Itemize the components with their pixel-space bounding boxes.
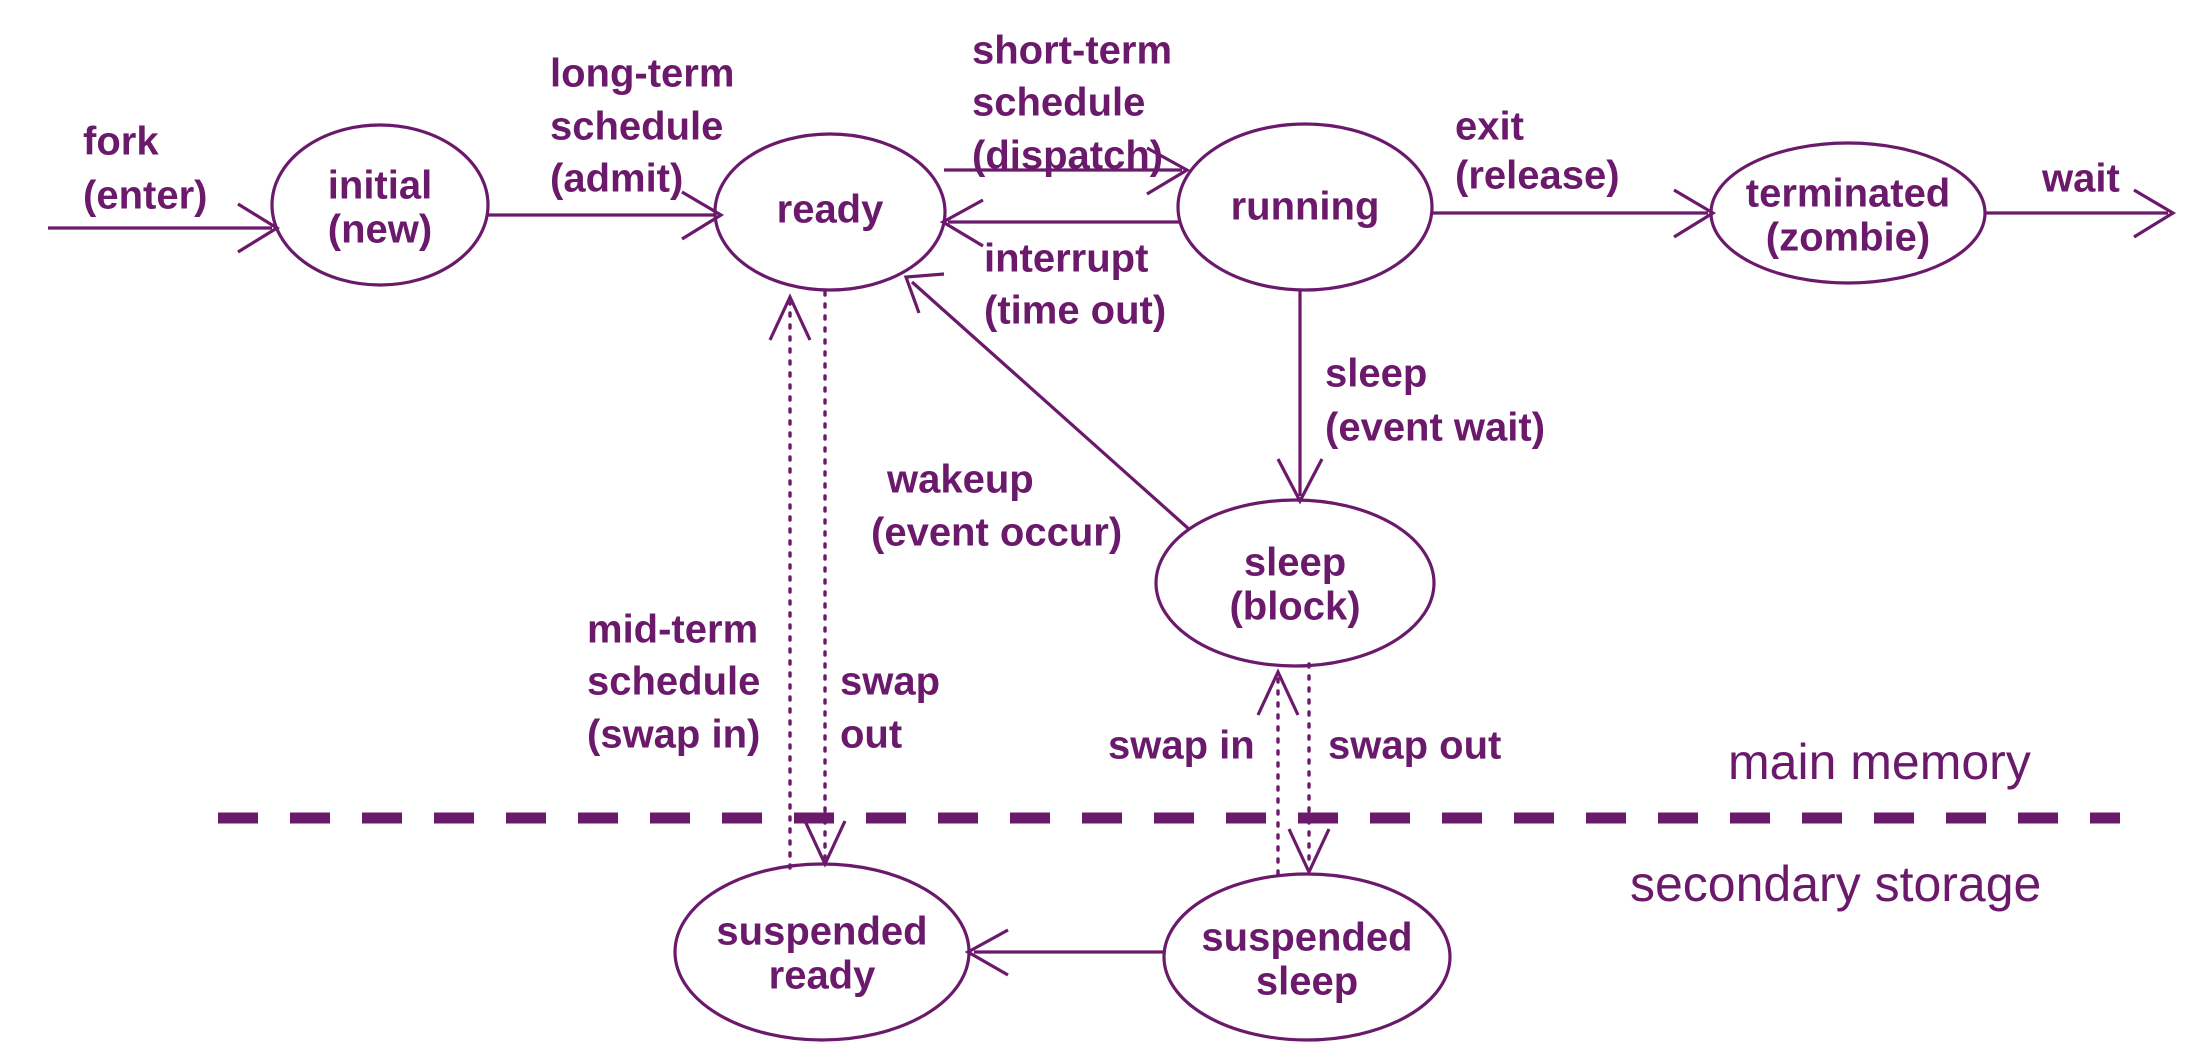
edge-label-exit-line1: exit	[1455, 105, 1524, 149]
node-running[interactable]: running	[1176, 122, 1434, 292]
edge-sleep	[1276, 290, 1324, 505]
edge-label-interrupt: interrupt (time out)	[984, 237, 1166, 333]
node-suspended-sleep[interactable]: suspended sleep	[1162, 872, 1452, 1042]
edge-label-wait-line1: wait	[2041, 157, 2120, 201]
node-initial-label-line2: (new)	[328, 208, 432, 252]
edge-label-longterm-line2: schedule	[550, 105, 723, 149]
edge-label-exit: exit (release)	[1455, 105, 1620, 198]
node-suspended-ready-shape	[673, 862, 971, 1042]
edge-mid-term-schedule	[768, 293, 812, 870]
edge-label-fork-line2: (enter)	[83, 174, 207, 218]
edge-label-midterm-line3: (swap in)	[587, 713, 760, 757]
region-label-main-memory: main memory	[1728, 734, 2031, 790]
edge-label-sleep-line2: (event wait)	[1325, 406, 1545, 450]
edge-long-term-schedule	[488, 190, 725, 241]
edge-label-long-term-schedule: long-term schedule (admit)	[550, 52, 734, 201]
node-sleep-label-line1: sleep	[1244, 541, 1346, 585]
edge-label-sleep-line1: sleep	[1325, 352, 1427, 396]
edge-label-longterm-line3: (admit)	[550, 157, 683, 201]
main-memory-label: main memory	[1728, 734, 2031, 790]
edge-label-interrupt-line1: interrupt	[984, 237, 1148, 281]
node-ready[interactable]: ready	[713, 132, 947, 292]
node-sleep-label-line2: (block)	[1229, 585, 1360, 629]
edge-label-swapout-sleep: swap out	[1328, 724, 1501, 768]
edge-label-wakeup: wakeup (event occur)	[871, 458, 1122, 555]
edge-label-swap-in-sleep: swap in	[1108, 724, 1255, 768]
edge-label-short-term-schedule: short-term schedule (dispatch)	[972, 29, 1172, 178]
node-ready-shape	[713, 132, 947, 292]
node-suspended-sleep-shape	[1162, 872, 1452, 1042]
node-ready-label: ready	[777, 188, 884, 232]
edge-label-swap-out-sleep: swap out	[1328, 724, 1501, 768]
node-suspended-ready[interactable]: suspended ready	[673, 862, 971, 1042]
node-terminated[interactable]: terminated (zombie)	[1709, 141, 1987, 285]
node-initial-shape	[270, 123, 490, 287]
edge-wakeup	[903, 272, 1192, 532]
node-suspended-ready-label-line2: ready	[769, 954, 876, 998]
edge-wait	[1986, 188, 2177, 239]
node-terminated-shape	[1709, 141, 1987, 285]
edge-exit	[1432, 188, 1717, 239]
edge-swap-out-ready	[803, 290, 847, 868]
edge-label-fork-line1: fork	[83, 120, 159, 164]
node-initial[interactable]: initial (new)	[270, 123, 490, 287]
edge-label-fork: fork (enter)	[83, 120, 207, 218]
edge-swap-out-sleep	[1287, 662, 1331, 876]
edge-label-wakeup-line1: wakeup	[886, 458, 1034, 502]
edge-label-longterm-line1: long-term	[550, 52, 734, 96]
edge-label-midterm-line1: mid-term	[587, 608, 758, 652]
edge-short-term-schedule	[944, 146, 1191, 196]
edge-label-exit-line2: (release)	[1455, 154, 1620, 198]
node-running-shape	[1176, 122, 1434, 292]
edge-swap-in-sleep	[1256, 668, 1300, 876]
edge-label-swap-out-ready: swap out	[840, 660, 940, 757]
edge-label-swapout-ready-line1: swap	[840, 660, 940, 704]
region-label-secondary-storage: secondary storage	[1630, 856, 2041, 912]
edge-label-mid-term-schedule: mid-term schedule (swap in)	[587, 608, 760, 757]
edge-label-shortterm-line3: (dispatch)	[972, 134, 1163, 178]
node-terminated-label-line1: terminated	[1746, 172, 1951, 216]
edge-label-wakeup-line2: (event occur)	[871, 511, 1122, 555]
edge-label-interrupt-line2: (time out)	[984, 289, 1166, 333]
edge-label-wait: wait	[2041, 157, 2120, 201]
node-suspended-ready-label-line1: suspended	[716, 910, 927, 954]
node-terminated-label-line2: (zombie)	[1766, 216, 1930, 260]
edge-label-sleep: sleep (event wait)	[1325, 352, 1545, 450]
node-sleep-shape	[1154, 498, 1436, 668]
node-suspended-sleep-label-line1: suspended	[1201, 916, 1412, 960]
edge-label-swapin-sleep: swap in	[1108, 724, 1255, 768]
secondary-storage-label: secondary storage	[1630, 856, 2041, 912]
edge-label-shortterm-line2: schedule	[972, 81, 1145, 125]
node-running-label: running	[1231, 185, 1380, 229]
edge-label-midterm-line2: schedule	[587, 660, 760, 704]
node-sleep[interactable]: sleep (block)	[1154, 498, 1436, 668]
edge-label-shortterm-line1: short-term	[972, 29, 1172, 73]
node-suspended-sleep-label-line2: sleep	[1256, 960, 1358, 1004]
node-initial-label-line1: initial	[328, 164, 432, 208]
edge-label-swapout-ready-line2: out	[840, 713, 902, 757]
edge-suspended-wakeup	[964, 928, 1164, 977]
